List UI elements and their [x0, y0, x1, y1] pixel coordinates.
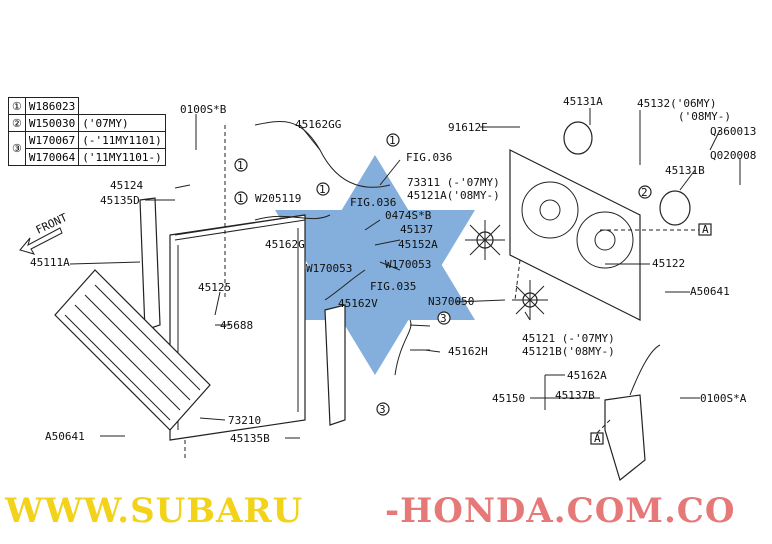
- label-a50641: A50641: [45, 430, 85, 443]
- svg-text:3: 3: [379, 403, 386, 416]
- fan-shroud: [509, 149, 641, 321]
- label-w205119: W205119: [255, 192, 301, 205]
- label-45132: 45132('06MY): [637, 97, 716, 110]
- box-a: [698, 223, 712, 236]
- svg-text:1: 1: [319, 183, 326, 196]
- label-w170053: W170053: [306, 262, 352, 275]
- svg-text:1: 1: [237, 192, 244, 205]
- svg-text:1: 1: [389, 134, 396, 147]
- callout-1: 1: [234, 158, 248, 172]
- fan-blade-45121: [512, 280, 548, 320]
- watermark-text: -HONDA.COM.CO: [385, 491, 735, 531]
- svg-text:3: 3: [440, 312, 447, 325]
- star-watermark: [275, 155, 475, 375]
- callout-1: 1: [234, 191, 248, 205]
- label-45162gg: 45162GG: [295, 118, 341, 131]
- box-a-label: A: [702, 223, 709, 236]
- label-45137: 45137: [400, 223, 433, 236]
- label-91612e: 91612E: [448, 121, 488, 134]
- label-45132-08my: ('08MY-): [678, 110, 731, 123]
- table-row: W170064('11MY1101-): [9, 148, 166, 166]
- label-0100s-a: 0100S*A: [700, 392, 747, 405]
- label-73210: 73210: [228, 414, 261, 427]
- condenser: [54, 269, 211, 431]
- label-45124: 45124: [110, 179, 143, 192]
- label-0474s-b: 0474S*B: [385, 209, 432, 222]
- fan-motor-45131a: [563, 121, 593, 155]
- hose-45162g: [254, 214, 331, 221]
- label-45152a: 45152A: [398, 238, 438, 251]
- label-45121b: 45121B('08MY-): [522, 345, 615, 358]
- label-fig-035: FIG.035: [370, 280, 416, 293]
- label-45137b: 45137B: [555, 389, 595, 402]
- watermark-text: WWW.SUBARU: [4, 491, 303, 531]
- label-45135b: 45135B: [230, 432, 270, 445]
- label-45121a: 45121A('08MY-): [407, 189, 500, 202]
- callout-3: 3: [376, 402, 390, 416]
- front-arrow-icon: [19, 227, 63, 255]
- label-q360013: Q360013: [710, 125, 756, 138]
- label-45162a: 45162A: [567, 369, 607, 382]
- svg-text:1: 1: [237, 159, 244, 172]
- label-45150: 45150: [492, 392, 525, 405]
- reservoir-tank: [604, 344, 661, 482]
- box-a-label: A: [594, 432, 601, 445]
- label-45688: 45688: [220, 319, 253, 332]
- label-45135d: 45135D: [100, 194, 140, 207]
- hose-45162h: [394, 319, 412, 376]
- label-73311: 73311 (-'07MY): [407, 176, 500, 189]
- label-45131a: 45131A: [563, 95, 603, 108]
- label-0100s-b: 0100S*B: [180, 103, 227, 116]
- label-n370050: N370050: [428, 295, 474, 308]
- label-45111a: 45111A: [30, 256, 70, 269]
- fan-motor-45131b: [659, 190, 691, 226]
- label-45162g: 45162G: [265, 238, 305, 251]
- label-45125: 45125: [198, 281, 231, 294]
- label-w170053: W170053: [385, 258, 431, 271]
- label-45121: 45121 (-'07MY): [522, 332, 615, 345]
- label-45162v: 45162V: [338, 297, 378, 310]
- label-45131b: 45131B: [665, 164, 705, 177]
- callout-3: 3: [437, 311, 451, 325]
- label-45122: 45122: [652, 257, 685, 270]
- label-45162h: 45162H: [448, 345, 488, 358]
- label-q020008: Q020008: [710, 149, 756, 162]
- callout-1: 1: [316, 182, 330, 196]
- hose-45162v: [324, 269, 366, 301]
- callout-2: 2: [638, 185, 652, 199]
- box-a: [590, 432, 604, 445]
- label-a50641: A50641: [690, 285, 730, 298]
- svg-text:2: 2: [641, 186, 648, 199]
- label-fig-036: FIG.036: [350, 196, 396, 209]
- part-labels: 0100S*B 45162GG 91612E 45131A 45132('06M…: [30, 95, 756, 445]
- fan-blade-45121a: [465, 220, 505, 260]
- callout-1: 1: [386, 133, 400, 147]
- label-fig-036: FIG.036: [406, 151, 452, 164]
